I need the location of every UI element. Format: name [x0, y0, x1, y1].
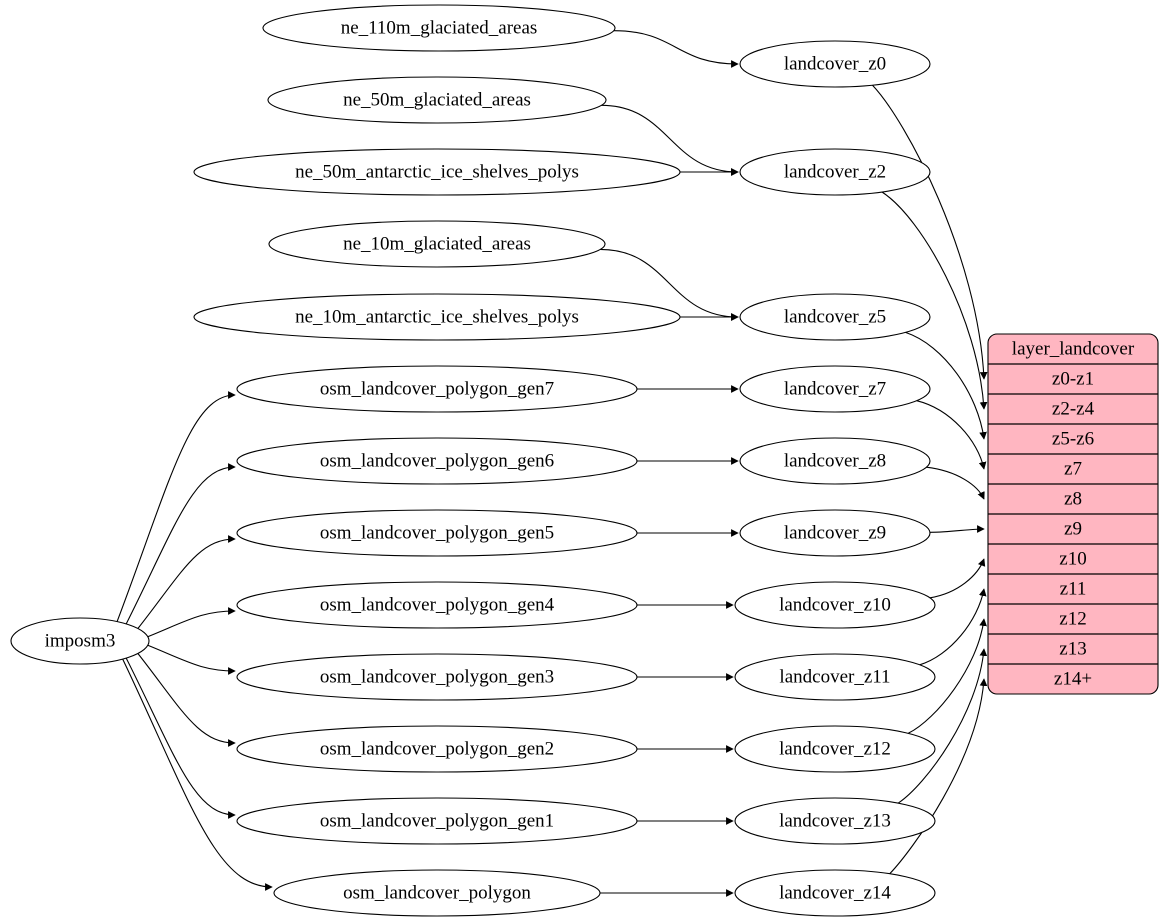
edge-landcover_z12-to-table-row-z12 [908, 618, 987, 734]
node-shape-osm_landcover_polygon_gen6 [236, 437, 638, 485]
node-landcover_z11[interactable]: landcover_z11 [734, 653, 936, 701]
node-landcover_z13[interactable]: landcover_z13 [734, 797, 936, 845]
edge-imposm3-to-osm_landcover_polygon_gen2 [137, 653, 236, 747]
edge-imposm3-to-osm_landcover_polygon_gen5 [137, 535, 236, 629]
node-shape-osm_landcover_polygon_gen4 [236, 581, 638, 629]
edge-imposm3-to-osm_landcover_polygon_gen7 [116, 391, 236, 622]
node-shape-osm_landcover_polygon_gen7 [236, 365, 638, 413]
node-landcover_z9[interactable]: landcover_z9 [739, 509, 931, 557]
edge-landcover_z7-to-table-row-z7 [916, 400, 987, 470]
node-landcover_z7[interactable]: landcover_z7 [739, 365, 931, 413]
node-shape-osm_landcover_polygon_gen5 [236, 509, 638, 557]
node-landcover_z12[interactable]: landcover_z12 [734, 725, 936, 773]
node-osm_landcover_polygon_gen7[interactable]: osm_landcover_polygon_gen7 [236, 365, 638, 413]
node-shape-osm_landcover_polygon_gen2 [236, 725, 638, 773]
edge-landcover_z11-to-table-row-z11 [919, 588, 987, 666]
node-shape-ne_50m_antarctic_ice_shelves_polys [193, 148, 681, 196]
edge-landcover_z14-to-table-row-z14+ [889, 678, 988, 875]
node-shape-osm_landcover_polygon_gen3 [236, 653, 638, 701]
node-shape-ne_10m_antarctic_ice_shelves_polys [193, 293, 681, 341]
node-shape-landcover_z10 [734, 581, 936, 629]
edge-landcover_z2-to-table-row-z2-z4 [881, 191, 988, 410]
node-shape-landcover_z7 [739, 365, 931, 413]
node-landcover_z10[interactable]: landcover_z10 [734, 581, 936, 629]
edge-imposm3-to-osm_landcover_polygon_gen6 [125, 463, 236, 625]
node-shape-landcover_z13 [734, 797, 936, 845]
node-shape-ne_10m_glaciated_areas [268, 220, 606, 268]
node-landcover_z5[interactable]: landcover_z5 [739, 293, 931, 341]
node-shape-imposm3 [10, 617, 150, 665]
node-osm_landcover_polygon_gen6[interactable]: osm_landcover_polygon_gen6 [236, 437, 638, 485]
node-osm_landcover_polygon_gen5[interactable]: osm_landcover_polygon_gen5 [236, 509, 638, 557]
node-shape-osm_landcover_polygon [273, 869, 601, 917]
node-shape-osm_landcover_polygon_gen1 [236, 797, 638, 845]
edge-imposm3-to-osm_landcover_polygon_gen3 [147, 644, 236, 675]
edge-imposm3-to-osm_landcover_polygon_gen1 [125, 657, 236, 819]
node-shape-landcover_z5 [739, 293, 931, 341]
node-landcover_z8[interactable]: landcover_z8 [739, 437, 931, 485]
node-osm_landcover_polygon_gen4[interactable]: osm_landcover_polygon_gen4 [236, 581, 638, 629]
node-shape-landcover_z14 [734, 869, 936, 917]
node-landcover_z2[interactable]: landcover_z2 [739, 148, 931, 196]
node-shape-landcover_z8 [739, 437, 931, 485]
node-ne_50m_antarctic_ice_shelves_polys[interactable]: ne_50m_antarctic_ice_shelves_polys [193, 148, 681, 196]
nodes-layer: imposm3 ne_110m_glaciated_areas ne_50m_gla… [10, 4, 936, 917]
node-shape-landcover_z2 [739, 148, 931, 196]
node-ne_110m_glaciated_areas[interactable]: ne_110m_glaciated_areas [262, 4, 616, 52]
edge-imposm3-to-osm_landcover_polygon [122, 658, 273, 891]
node-shape-landcover_z9 [739, 509, 931, 557]
node-shape-ne_110m_glaciated_areas [262, 4, 616, 52]
node-ne_10m_antarctic_ice_shelves_polys[interactable]: ne_10m_antarctic_ice_shelves_polys [193, 293, 681, 341]
node-landcover_z14[interactable]: landcover_z14 [734, 869, 936, 917]
edge-ne_110m_glaciated_areas-to-landcover_z0 [613, 30, 739, 68]
edge-ne_50m_glaciated_areas-to-landcover_z2 [601, 104, 739, 176]
layer-landcover-table[interactable]: layer_landcoverz0-z1z2-z4z5-z6z7z8z9z10z… [987, 333, 1159, 695]
edge-landcover_z0-to-table-row-z0-z1 [872, 84, 988, 380]
node-osm_landcover_polygon_gen2[interactable]: osm_landcover_polygon_gen2 [236, 725, 638, 773]
node-shape-landcover_z0 [739, 40, 931, 88]
node-osm_landcover_polygon_gen1[interactable]: osm_landcover_polygon_gen1 [236, 797, 638, 845]
edge-landcover_z9-to-table-row-z9 [929, 525, 985, 533]
node-shape-landcover_z12 [734, 725, 936, 773]
edge-landcover_z13-to-table-row-z13 [897, 648, 988, 804]
edge-ne_10m_glaciated_areas-to-landcover_z5 [600, 248, 739, 321]
edge-imposm3-to-osm_landcover_polygon_gen4 [147, 607, 236, 638]
node-shape-ne_50m_glaciated_areas [267, 76, 607, 124]
edge-landcover_z10-to-table-row-z10 [929, 558, 986, 599]
node-osm_landcover_polygon[interactable]: osm_landcover_polygon [273, 869, 601, 917]
edge-landcover_z5-to-table-row-z5-z6 [905, 331, 987, 440]
node-osm_landcover_polygon_gen3[interactable]: osm_landcover_polygon_gen3 [236, 653, 638, 701]
edge-landcover_z8-to-table-row-z8 [926, 466, 985, 500]
node-shape-landcover_z11 [734, 653, 936, 701]
node-landcover_z0[interactable]: landcover_z0 [739, 40, 931, 88]
edges-layer [116, 30, 988, 897]
node-ne_10m_glaciated_areas[interactable]: ne_10m_glaciated_areas [268, 220, 606, 268]
node-ne_50m_glaciated_areas[interactable]: ne_50m_glaciated_areas [267, 76, 607, 124]
node-imposm3[interactable]: imposm3 [10, 617, 150, 665]
